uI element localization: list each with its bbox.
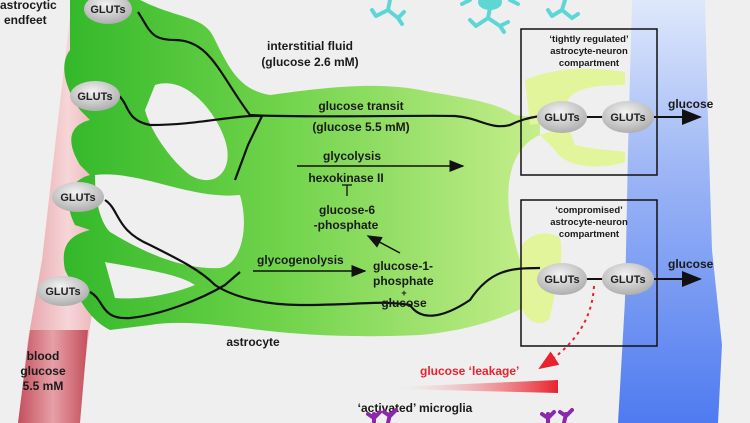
blood-vessel-red-segment [18,330,88,423]
compartment-top-line2: astrocyte-neuron [550,46,628,57]
glut-label: GLUTs [60,192,95,204]
compartment-top-glut-pair: GLUTs GLUTs [537,101,702,133]
compartment-bottom-line1: ‘compromised’ [555,205,623,216]
compartment-box-tight [520,28,658,176]
compartment-bottom-line2: astrocyte-neuron [550,217,628,228]
g1p-line1: glucose-1- [373,259,433,273]
hexokinase-label: hexokinase II [308,171,383,185]
leakage-gradient-bar [395,380,558,393]
glucose-transit-conc: (glucose 5.5 mM) [312,120,409,134]
compartment-box-compromised [520,199,658,347]
output-glucose-top: glucose [668,97,714,111]
interstitial-fluid-label: interstitial fluid [267,39,353,53]
astrocytic-endfeet-line1: astrocytic [0,0,57,12]
neuron-icon-2 [460,0,520,34]
glut-label: GLUTs [544,112,579,124]
glycogenolysis-label: glycogenolysis [257,253,344,267]
astrocyte-cell [63,0,540,337]
g1p-line2: phosphate [373,274,434,288]
glucose-transit-label: glucose transit [318,99,403,113]
glycolysis-label: glycolysis [323,149,381,163]
glucose-leakage-label: glucose ‘leakage’ [420,364,519,378]
compartment-bottom-line3: compartment [559,229,620,240]
glut-label: GLUTs [544,274,579,286]
endfoot-glut-4: GLUTs [37,276,89,306]
neuron-icon-1 [370,0,406,26]
glut-label: GLUTs [77,91,112,103]
neuron-icon-3 [546,0,580,20]
blood-glucose-line2: glucose [20,364,66,378]
interstitial-fluid-conc: (glucose 2.6 mM) [261,55,358,69]
compartment-top-line1: ‘tightly regulated’ [549,34,628,45]
g6p-line2: -phosphate [314,218,379,232]
compartment-top-line3: compartment [559,58,620,69]
blood-glucose-line1: blood [27,349,60,363]
endfoot-glut-2: GLUTs [70,81,120,111]
microglia-icon-left [366,408,398,423]
glut-label: GLUTs [45,286,80,298]
glut-label: GLUTs [610,274,645,286]
glut-label: GLUTs [610,112,645,124]
astrocyte-label: astrocyte [226,335,280,349]
blood-glucose-line3: 5.5 mM [23,379,64,393]
output-glucose-bottom: glucose [668,257,714,271]
g1p-line4: glucose [381,296,427,310]
endfoot-glut-1: GLUTs [84,0,132,24]
neuron-process-top [525,68,625,167]
g6p-line1: glucose-6 [319,203,375,217]
glut-label: GLUTs [90,4,125,16]
astrocytic-endfeet-line2: endfeet [4,13,47,27]
g1p-to-g6p-arrow [366,235,401,254]
blood-vessel-blue [618,0,722,423]
endfoot-glut-3: GLUTs [52,182,104,212]
compartment-bottom-glut-pair: GLUTs GLUTs [537,263,702,295]
g1p-plus: + [401,288,406,298]
microglia-icon-right [540,408,574,423]
glucose-transport-lines [89,11,541,320]
